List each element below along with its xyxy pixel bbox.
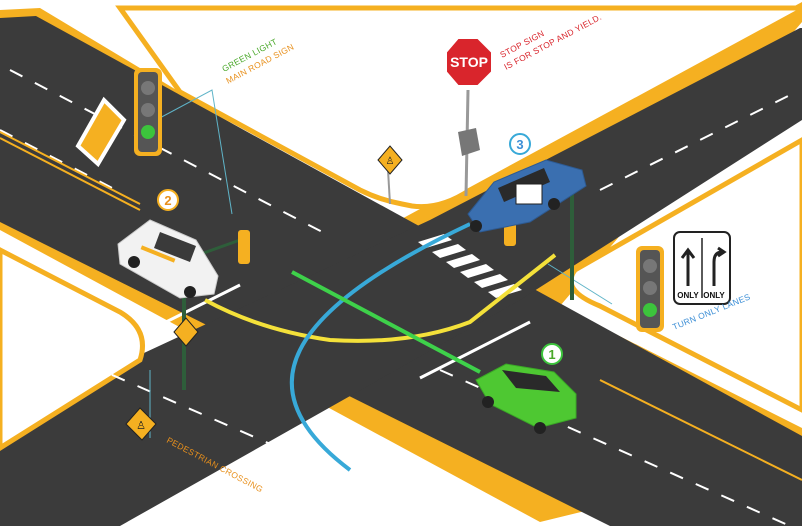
only-left-text: ONLY	[677, 291, 699, 300]
yield-diamond-sign	[75, 96, 127, 168]
stop-sign-text: STOP	[450, 54, 488, 70]
pedestrian-sign-top: ♙	[377, 145, 403, 205]
car-number-1: 1	[548, 347, 555, 362]
only-right-text: ONLY	[703, 291, 725, 300]
stop-sign: STOP	[445, 37, 493, 197]
traffic-light-main	[134, 68, 162, 156]
car-blue	[467, 159, 587, 233]
svg-text:♙: ♙	[136, 420, 146, 432]
center-lines	[0, 131, 802, 481]
roads	[0, 16, 802, 526]
turn-paths	[204, 222, 557, 472]
car-number-badge-2: 2	[157, 189, 179, 211]
car-green	[475, 363, 577, 434]
pedestrian-sign-bottom: ♙	[125, 407, 157, 441]
stop-lines	[149, 283, 531, 380]
car-number-3: 3	[516, 137, 523, 152]
svg-text:♙: ♙	[386, 156, 395, 167]
car-number-badge-1: 1	[541, 343, 563, 365]
turn-only-sign: ONLY ONLY	[673, 231, 731, 305]
car-number-2: 2	[164, 193, 171, 208]
car-number-badge-3: 3	[509, 133, 531, 155]
traffic-light-right	[636, 246, 664, 332]
car-white	[117, 219, 219, 299]
